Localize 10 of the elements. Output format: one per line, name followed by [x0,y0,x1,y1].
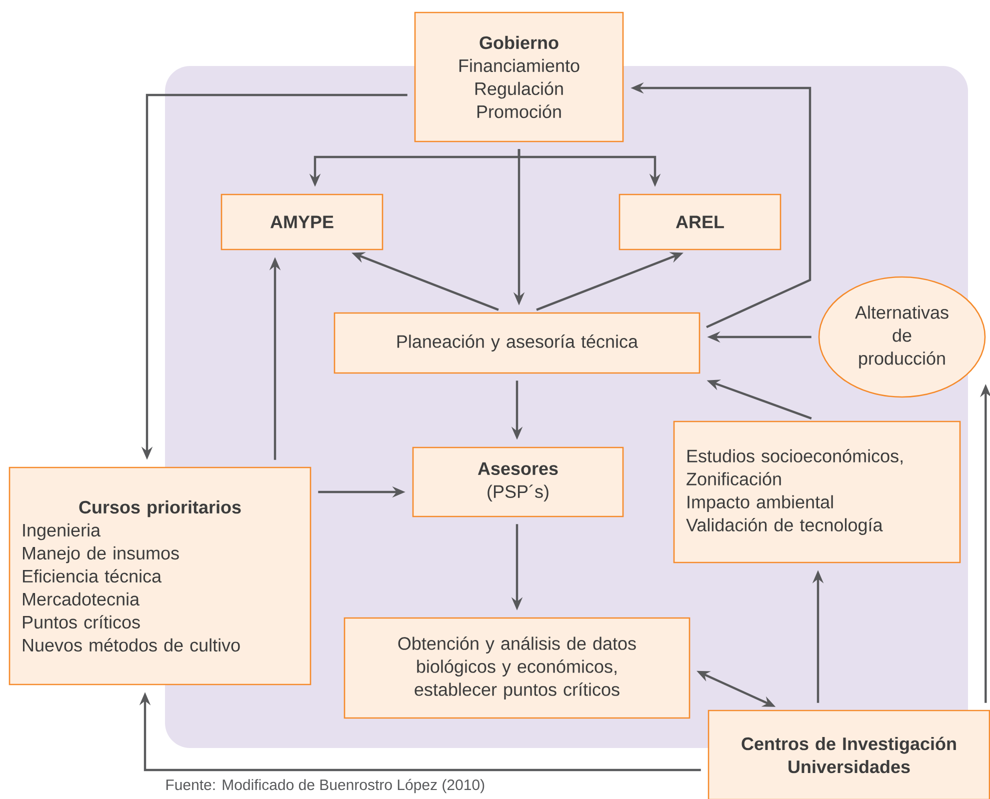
process-box: Planeación y asesoría técnica [334,312,700,374]
process-box: Cursos prioritarios Ingenieria Manejo de insumos Eficiencia técnica Mercadotecnia Puntos críticos Nuevos métodos de cultivo [8,466,312,686]
process-box: Gobierno Financiamiento Regulación Promoción [414,12,624,142]
process-box: Estudios socioeconómicos, Zonificación Impacto ambiental Validación de tecnología [673,420,961,564]
process-box: Asesores (PSP´s) [412,446,624,518]
process-box: AMYPE [220,194,384,250]
source-note: Fuente: Modificado de Buenrostro López (2010) [166,778,484,794]
process-box: AREL [618,194,782,250]
process-box: Obtención y análisis de datos biológicos y económicos, establecer puntos críticos [344,617,690,719]
process-box: Centros de Investigación Universidades [708,710,990,799]
